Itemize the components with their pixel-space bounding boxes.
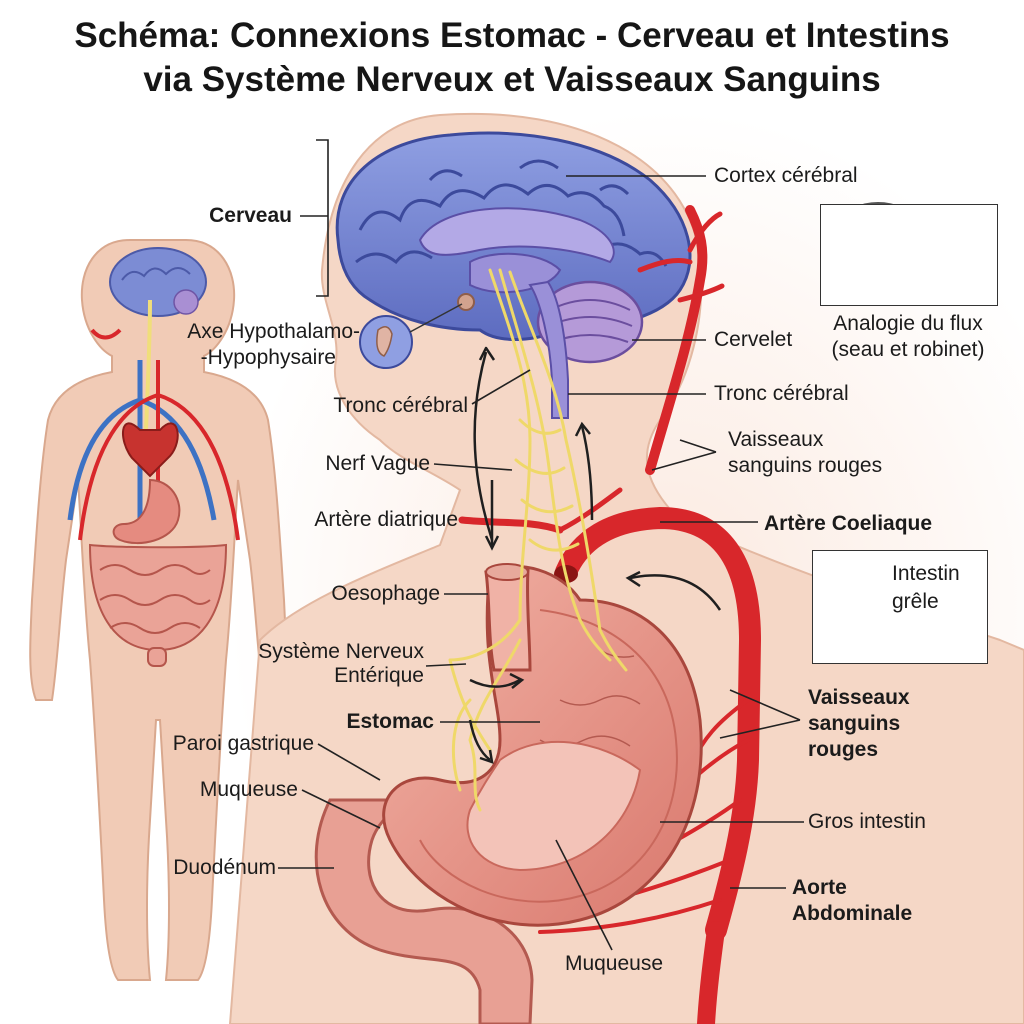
figure-intestine-coils bbox=[99, 564, 211, 634]
label-duodenum: Duodénum bbox=[173, 856, 276, 879]
analogie-caption-1: Analogie du flux bbox=[833, 312, 983, 335]
arrow-enteric-down bbox=[468, 719, 491, 761]
esophagus bbox=[484, 568, 532, 672]
label-cervelet: Cervelet bbox=[714, 328, 793, 351]
aorta-lower bbox=[697, 921, 725, 1024]
figure-heart bbox=[122, 422, 179, 478]
thalamus bbox=[469, 252, 562, 294]
vagus-nerve bbox=[448, 268, 628, 812]
label-artere-coeliaque: Artère Coeliaque bbox=[764, 512, 933, 535]
arrow-up-left bbox=[473, 351, 494, 541]
intestin-caption-2: grêle bbox=[892, 590, 939, 613]
pituitary-gland bbox=[376, 326, 393, 357]
duodenum bbox=[314, 795, 534, 1024]
label-cortex: Cortex cérébral bbox=[714, 164, 858, 187]
leader-tronc-left bbox=[471, 369, 531, 405]
arrow-enteric-right bbox=[469, 678, 521, 688]
label-gros-intestin: Gros intestin bbox=[808, 810, 926, 833]
leader-vaisseaux-top bbox=[651, 439, 717, 471]
label-vaisseaux-mid-3: rouges bbox=[808, 738, 879, 761]
neck-vessel-branch bbox=[557, 487, 623, 533]
arteries bbox=[458, 205, 762, 1024]
nerve-branches bbox=[514, 418, 580, 552]
flow-arrows bbox=[468, 346, 722, 764]
page-title: Schéma: Connexions Estomac - Cerveau et … bbox=[0, 14, 1024, 102]
leader-muqueuse-left bbox=[301, 789, 381, 829]
arrow-down-left-head bbox=[484, 535, 500, 551]
brain bbox=[335, 131, 692, 419]
arrow-up-left-head bbox=[478, 346, 496, 361]
label-estomac: Estomac bbox=[346, 710, 434, 733]
label-sne-2: Entérique bbox=[334, 664, 424, 687]
title-line-2: via Système Nerveux et Vaisseaux Sanguin… bbox=[143, 60, 881, 99]
leader-sne bbox=[425, 663, 467, 667]
leader-paroi bbox=[317, 743, 381, 781]
enteric-nerves bbox=[448, 618, 628, 812]
pituitary-connector bbox=[409, 303, 463, 333]
intestin-caption-1: Intestin bbox=[892, 562, 960, 585]
leader-vaisseaux-mid bbox=[719, 689, 801, 739]
label-vaisseaux-mid-1: Vaisseaux bbox=[808, 686, 910, 709]
artere-diatrique-vessel bbox=[458, 516, 564, 534]
label-artere-diatrique: Artère diatrique bbox=[314, 508, 458, 531]
esophagus-opening bbox=[485, 563, 529, 581]
leader-nerf-vague bbox=[433, 463, 513, 471]
leader-lines bbox=[278, 139, 804, 951]
label-muqueuse-left: Muqueuse bbox=[199, 778, 298, 801]
analogie-caption-2: (seau et robinet) bbox=[831, 338, 985, 361]
brainstem bbox=[528, 280, 569, 419]
arrow-enteric-down-head bbox=[479, 749, 494, 764]
leader-muqueuse-bottom bbox=[555, 839, 613, 951]
label-axe-1: Axe Hypothalamo- bbox=[187, 320, 360, 343]
label-sne-1: Système Nerveux bbox=[258, 640, 424, 663]
label-paroi: Paroi gastrique bbox=[172, 732, 314, 755]
label-nerf-vague: Nerf Vague bbox=[325, 452, 430, 475]
cerveau-bracket bbox=[300, 139, 329, 297]
label-oesophage: Oesophage bbox=[331, 582, 440, 605]
label-vaisseaux-top-2: sanguins rouges bbox=[728, 454, 883, 477]
hypothalamus bbox=[457, 293, 475, 311]
label-aorte-1: Aorte bbox=[792, 876, 847, 899]
brain-inner bbox=[418, 207, 615, 264]
label-axe-2: -Hypophysaire bbox=[200, 346, 336, 369]
label-cerveau: Cerveau bbox=[209, 204, 292, 227]
label-muqueuse-bottom: Muqueuse bbox=[564, 952, 664, 975]
figure-stomach bbox=[112, 478, 181, 545]
intestin-inset-frame bbox=[812, 550, 988, 664]
label-tronc-left: Tronc cérébral bbox=[333, 394, 468, 417]
label-tronc-right: Tronc cérébral bbox=[714, 382, 849, 405]
analogie-inset-frame bbox=[820, 204, 998, 306]
mucosa-inner bbox=[466, 740, 642, 872]
figure-rectum bbox=[147, 647, 167, 667]
arrow-curve-right-head bbox=[625, 570, 641, 588]
label-vaisseaux-mid-2: sanguins bbox=[808, 712, 901, 735]
figure-cerebellum bbox=[173, 289, 199, 315]
label-aorte-2: Abdominale bbox=[792, 902, 913, 925]
arrow-up-right-head bbox=[574, 421, 591, 437]
aorta bbox=[555, 506, 762, 941]
arrow-enteric-right-head bbox=[509, 672, 525, 689]
arrow-curve-right bbox=[629, 574, 722, 611]
figure-brain-folds bbox=[121, 267, 191, 281]
human-figure bbox=[29, 239, 287, 981]
pituitary-inset bbox=[359, 303, 463, 369]
carotid-branches bbox=[637, 211, 725, 303]
figure-spinal-nerve bbox=[144, 299, 152, 431]
gastric-wall-layer bbox=[419, 609, 678, 903]
brain-gyri bbox=[355, 159, 668, 267]
nerve-trunk-1 bbox=[488, 268, 532, 622]
nerve-trunk-2 bbox=[498, 268, 582, 622]
arrow-up-right bbox=[580, 425, 594, 521]
title-line-1: Schéma: Connexions Estomac - Cerveau et … bbox=[74, 16, 950, 55]
nerve-trunk-3 bbox=[508, 270, 602, 632]
label-vaisseaux-top-1: Vaisseaux bbox=[728, 428, 824, 451]
